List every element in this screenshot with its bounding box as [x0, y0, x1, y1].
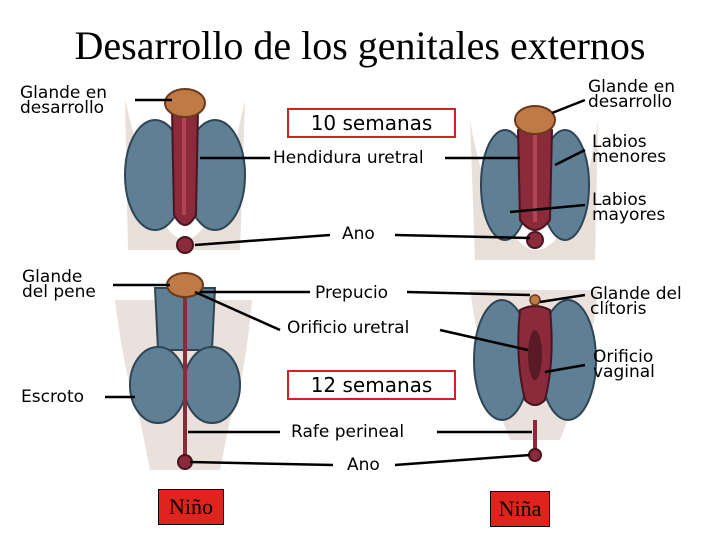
- label-glande-desarrollo-right: Glande en desarrollo: [588, 77, 675, 112]
- label-ano-top: Ano: [342, 224, 375, 244]
- stage-10-weeks-box: 10 semanas: [287, 108, 456, 138]
- label-ano-bottom: Ano: [347, 455, 380, 475]
- label-hendidura-uretral: Hendidura uretral: [273, 148, 424, 168]
- female-12-week-illustration: [470, 290, 598, 462]
- leader-lines: [105, 98, 586, 467]
- male-10-week-illustration: [124, 88, 246, 254]
- label-line: Labios: [592, 190, 647, 210]
- label-labios-mayores: Labios mayores: [592, 190, 666, 225]
- female-label-box: Niña: [490, 491, 550, 527]
- label-escroto: Escroto: [21, 387, 85, 407]
- label-line: menores: [592, 147, 667, 167]
- male-12-week-illustration: [115, 272, 252, 470]
- stage-12-weeks-box: 12 semanas: [287, 370, 456, 400]
- label-glande-clitoris: Glande del clítoris: [590, 284, 682, 319]
- label-glande-desarrollo-left: Glande en desarrollo: [20, 83, 107, 118]
- label-line: desarrollo: [20, 98, 105, 118]
- label-line: Glande en: [588, 77, 675, 97]
- label-line: desarrollo: [588, 92, 673, 112]
- label-line: Labios: [592, 132, 647, 152]
- label-line: clítoris: [590, 299, 647, 319]
- label-orificio-uretral: Orificio uretral: [287, 318, 410, 338]
- label-orificio-vaginal: Orificio vaginal: [593, 347, 655, 382]
- label-line: Glande: [22, 267, 83, 287]
- label-glande-pene: Glande del pene: [22, 267, 96, 302]
- page-title: Desarrollo de los genitales externos: [74, 23, 646, 68]
- label-prepucio: Prepucio: [315, 283, 389, 303]
- male-label-box: Niño: [158, 489, 224, 525]
- label-rafe-perineal: Rafe perineal: [291, 422, 405, 442]
- label-line: Glande del: [590, 284, 682, 304]
- label-line: Orificio: [593, 347, 654, 367]
- label-labios-menores: Labios menores: [592, 132, 667, 167]
- label-line: del pene: [22, 282, 96, 302]
- label-line: vaginal: [593, 362, 655, 382]
- label-line: mayores: [592, 205, 666, 225]
- label-line: Glande en: [20, 83, 107, 103]
